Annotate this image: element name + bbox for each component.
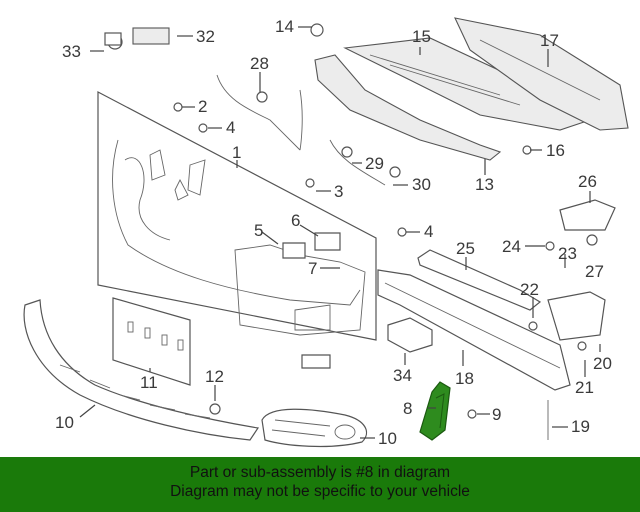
callout-15: 14 <box>275 17 294 36</box>
info-banner: Part or sub-assembly is #8 in diagram Di… <box>0 457 640 512</box>
part-1-bumper-cover <box>97 91 377 341</box>
callout-14: 13 <box>475 175 494 194</box>
callout-29: 28 <box>250 54 269 73</box>
fastener-icons <box>104 23 598 440</box>
leader-lines <box>79 26 601 439</box>
callout-33: 33 <box>62 42 81 61</box>
part-12-plate <box>112 297 191 386</box>
part-8-bracket-highlighted[interactable] <box>419 381 451 441</box>
callout-22: 21 <box>575 378 594 397</box>
info-line-2: Diagram may not be specific to your vehi… <box>170 483 470 500</box>
callout-34: 34 <box>393 366 412 385</box>
callout-1: 1 <box>232 143 241 162</box>
callout-20: 19 <box>571 417 590 436</box>
callout-4b: 4 <box>424 222 433 241</box>
part-18-absorber <box>454 17 629 131</box>
callout-12: 11 <box>140 373 158 392</box>
callout-27: 26 <box>578 172 597 191</box>
callout-7: 7 <box>308 259 317 278</box>
part-26-strip <box>417 249 542 311</box>
callout-3: 3 <box>334 182 343 201</box>
callout-32: 32 <box>196 27 215 46</box>
callout-18: 17 <box>540 31 559 50</box>
part-27-bracket <box>559 199 616 231</box>
callout-5: 5 <box>254 221 263 240</box>
callout-17: 16 <box>546 141 565 160</box>
callout-10: 10 <box>378 429 397 448</box>
part-16-upper-cover <box>343 37 592 131</box>
callout-13: 12 <box>205 367 224 386</box>
callout-30: 29 <box>365 154 384 173</box>
parts-diagram: 33 32 14 15 17 28 2 4 1 16 29 30 13 3 26… <box>23 17 629 448</box>
callout-16: 15 <box>412 27 431 46</box>
callout-21: 20 <box>593 354 612 373</box>
callout-11: 10 <box>55 413 74 432</box>
callout-4a: 4 <box>226 118 235 137</box>
callout-23: 22 <box>520 280 539 299</box>
part-19-reinforcement <box>377 269 571 391</box>
callout-28: 27 <box>585 262 604 281</box>
callout-31: 30 <box>412 175 431 194</box>
callout-labels: 33 32 14 15 17 28 2 4 1 16 29 30 13 3 26… <box>55 17 612 448</box>
part-34-module <box>387 317 433 353</box>
callout-6: 6 <box>291 211 300 230</box>
callout-26: 25 <box>456 239 475 258</box>
info-line-1: Part or sub-assembly is #8 in diagram <box>189 464 451 481</box>
callout-2: 2 <box>198 97 207 116</box>
part-14-guide <box>314 54 502 161</box>
part-10-fog-grille <box>261 408 367 448</box>
callout-8: 8 <box>403 399 412 418</box>
callout-9: 9 <box>492 405 501 424</box>
callout-19: 18 <box>455 369 474 388</box>
callout-25: 24 <box>502 237 521 256</box>
callout-24: 23 <box>558 244 577 263</box>
part-21-bracket <box>547 291 606 341</box>
part-11-lower-spoiler <box>23 299 260 441</box>
